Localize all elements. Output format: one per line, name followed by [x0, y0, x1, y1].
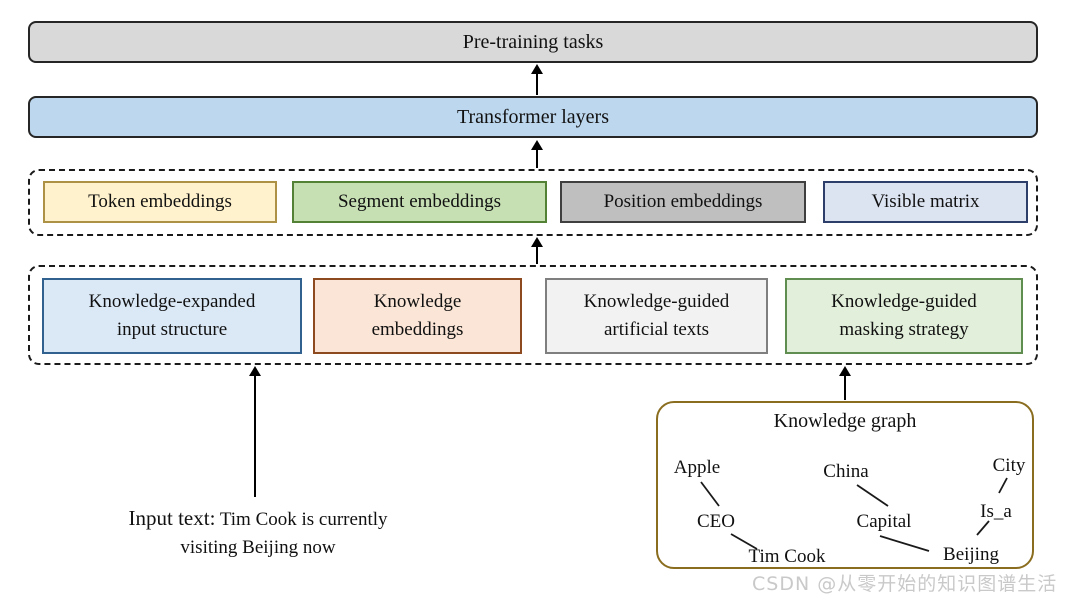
knowledge-expanded-line1: Knowledge-expanded — [88, 291, 256, 313]
input-text-prefix: Input text: — [128, 506, 216, 530]
kg-node-china: China — [823, 461, 869, 482]
arrowhead-icon — [839, 366, 851, 376]
kg-node-is-a: Is_a — [980, 501, 1012, 522]
kg-node-beijing: Beijing — [943, 544, 999, 565]
knowledge-embeddings-line1: Knowledge — [373, 291, 462, 313]
pretraining-tasks-box: Pre-training tasks — [28, 21, 1038, 63]
transformer-layers-box: Transformer layers — [28, 96, 1038, 138]
knowledge-guided-artificial-texts-box: Knowledge-guided artificial texts — [545, 278, 768, 354]
transformer-layers-label: Transformer layers — [456, 105, 609, 128]
arrow-transformer-to-pretraining — [530, 64, 544, 95]
token-embeddings-box: Token embeddings — [43, 181, 277, 223]
knowledge-graph-title: Knowledge graph — [773, 410, 917, 432]
visible-matrix-box: Visible matrix — [823, 181, 1028, 223]
knowledge-texts-line1: Knowledge-guided — [583, 291, 730, 313]
embeddings-group-container — [28, 169, 1038, 236]
arrow-knowledge-to-embeddings — [530, 237, 544, 264]
knowledge-expanded-input-structure-box: Knowledge-expanded input structure — [42, 278, 302, 354]
pretraining-tasks-label: Pre-training tasks — [462, 30, 604, 53]
knowledge-group-container — [28, 265, 1038, 365]
knowledge-guided-masking-strategy-box: Knowledge-guided masking strategy — [785, 278, 1023, 354]
knowledge-texts-line2: artificial texts — [604, 319, 709, 340]
kg-node-ceo: CEO — [697, 511, 735, 532]
arrowhead-icon — [249, 366, 261, 376]
arrow-input-text-to-knowledge-row — [248, 366, 262, 497]
input-text-block: Input text: Tim Cook is currently visiti… — [86, 503, 430, 561]
kg-node-apple: Apple — [673, 457, 721, 478]
knowledge-masking-line2: masking strategy — [839, 319, 969, 340]
position-embeddings-box: Position embeddings — [560, 181, 806, 223]
knowledge-masking-line1: Knowledge-guided — [831, 291, 977, 313]
segment-embeddings-box: Segment embeddings — [292, 181, 547, 223]
arrowhead-icon — [531, 140, 543, 150]
knowledge-expanded-line2: input structure — [116, 319, 228, 340]
input-text-line1: Tim Cook is currently — [219, 509, 388, 530]
kg-node-capital: Capital — [856, 511, 912, 532]
input-text-line2: visiting Beijing now — [180, 536, 336, 558]
visible-matrix-label: Visible matrix — [871, 191, 980, 212]
kg-node-city: City — [992, 455, 1026, 476]
csdn-watermark: CSDN @从零开始的知识图谱生活 — [752, 573, 1058, 595]
arrow-embeddings-to-transformer — [530, 140, 544, 168]
arrowhead-icon — [531, 237, 543, 247]
position-embeddings-label: Position embeddings — [603, 191, 763, 212]
knowledge-embeddings-line2: embeddings — [371, 319, 464, 340]
segment-embeddings-label: Segment embeddings — [337, 191, 502, 212]
knowledge-embeddings-box: Knowledge embeddings — [313, 278, 522, 354]
kg-node-tim-cook: Tim Cook — [748, 546, 826, 567]
arrow-knowledge-graph-to-masking — [838, 366, 852, 400]
arrowhead-icon — [531, 64, 543, 74]
token-embeddings-label: Token embeddings — [88, 191, 232, 212]
